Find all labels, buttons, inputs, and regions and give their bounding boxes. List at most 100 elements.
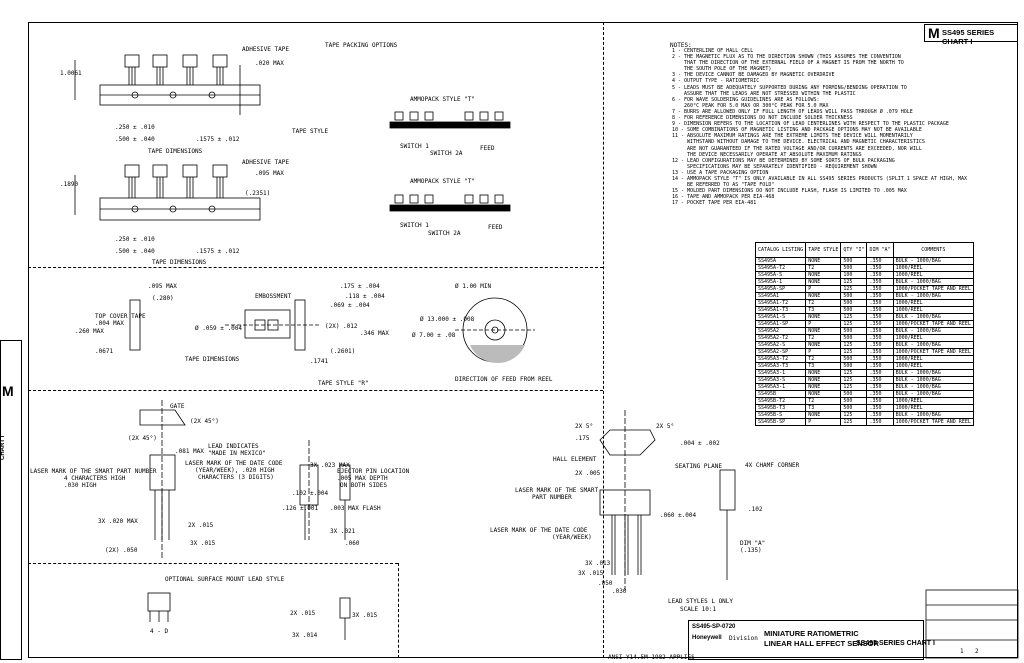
- note-line: 11 - ABSOLUTE MAXIMUM RATINGS ARE THE EX…: [672, 133, 913, 140]
- pkg-dim-1: (2X 45°): [190, 418, 219, 425]
- table-cell: 500: [840, 362, 868, 370]
- pkg-dim-8: 3X .023 MAX: [310, 462, 350, 469]
- lead-indicates: LEAD INDICATES: [208, 443, 259, 450]
- lsl-dim-8: .030: [612, 588, 627, 595]
- table-cell: SS495A1-T3: [754, 306, 807, 314]
- table-cell: .350: [866, 390, 894, 398]
- table-cell: SS495A: [754, 257, 807, 265]
- note-line: 12 - LEAD CONFIGURATIONS MAY BE DETERMIN…: [672, 157, 895, 164]
- note-line: 15 - MOLDED PART DIMENSIONS DO NOT INCLU…: [672, 188, 907, 195]
- tape-style-label: TAPE STYLE: [292, 128, 329, 135]
- table-cell: SS495A-T2: [754, 264, 807, 272]
- lsl-title: LEAD STYLES L ONLY: [668, 598, 734, 605]
- table-cell: BULK - 1000/BAG: [892, 390, 975, 398]
- seating-plane: SEATING PLANE: [675, 463, 722, 470]
- table-cell: 125: [840, 348, 868, 356]
- table-header: TAPE STYLE: [805, 242, 842, 258]
- switch2a: SWITCH 2A: [430, 150, 463, 157]
- divider-h3: [28, 563, 398, 564]
- note-line: 2 - THE MAGNETIC FLUX AS TO THE DIRECTIO…: [672, 54, 901, 61]
- table-cell: 500: [840, 390, 868, 398]
- company: Honeywell: [692, 635, 722, 641]
- note-line: 10 - SOME COMBINATIONS OF MAGNETIC LISTI…: [672, 127, 922, 134]
- table-cell: T2: [805, 355, 842, 363]
- table-cell: SS495A2: [754, 327, 807, 335]
- pkg-dim-9: (2X) .050: [105, 547, 138, 554]
- pkg-dim-5: 2X .015: [188, 522, 214, 529]
- surface-mount: [147, 592, 351, 640]
- table-cell: 1000/REEL: [892, 334, 975, 342]
- table-cell: 125: [840, 341, 868, 349]
- table-cell: 500: [840, 334, 868, 342]
- table-cell: 1000/POCKET TAPE AND REEL: [892, 285, 975, 293]
- note-line: 16 - TAPE AND AMMOPACK PER EIA-468: [672, 194, 775, 201]
- note-line: 14 - AMMOPACK STYLE "T" IS ONLY AVAILABL…: [672, 175, 968, 182]
- note-line: ASSURE THAT THE LEADS ARE NOT STRESSED W…: [672, 90, 856, 97]
- tape-dimensions-1: TAPE DIMENSIONS: [148, 148, 203, 155]
- table-cell: SS495A-SP: [754, 285, 807, 293]
- table-cell: 1000/REEL: [892, 404, 975, 412]
- table-cell: NONE: [805, 257, 842, 265]
- package-side: [299, 440, 319, 540]
- made-in-mexico: "MADE IN MEXICO": [208, 450, 266, 457]
- tape-strip-2: [74, 164, 261, 221]
- lsl-dim-10: 3X .015: [578, 570, 604, 577]
- switch1: SWITCH 1: [400, 143, 429, 150]
- chars-mid: CHARACTERS (3 DIGITS): [198, 474, 274, 481]
- table-cell: T2: [805, 397, 842, 405]
- lsl-dim-12: 4X CHAMF CORNER: [745, 462, 800, 469]
- product-line-1: MINIATURE RATIOMETRIC: [764, 629, 859, 638]
- table-cell: T3: [805, 306, 842, 314]
- adhesive-tape-2: ADHESIVE TAPE: [242, 159, 289, 166]
- table-cell: .350: [866, 257, 894, 265]
- note-line: 5 - LEADS MUST BE ADEQUATELY SUPPORTED D…: [672, 84, 907, 91]
- tape-packing-title: TAPE PACKING OPTIONS: [325, 42, 398, 49]
- lsl-laser-date: LASER MARK OF THE DATE CODE: [490, 527, 588, 534]
- series-chart-header: M SS495 SERIES CHART I: [924, 24, 1018, 46]
- hall-element: HALL ELEMENT: [553, 456, 597, 463]
- notes-title: NOTES:: [670, 42, 692, 49]
- table-cell: NONE: [805, 327, 842, 335]
- table-cell: SS495A1: [754, 292, 807, 300]
- depth-pin: .005 MAX DEPTH: [337, 475, 388, 482]
- package-front: [139, 400, 186, 560]
- table-cell: BULK - 1000/BAG: [892, 341, 975, 349]
- table-cell: 1000/REEL: [892, 264, 975, 272]
- lsl-dim-1: 2X 5°: [575, 423, 594, 430]
- note-line: THE DEVICE NECESSARILY OPERATE AT ABSOLU…: [672, 151, 862, 158]
- embossment: EMBOSSMENT: [255, 293, 292, 300]
- lsl-dim-13: .004 ± .002: [680, 440, 720, 447]
- table-cell: SS495A1-SP: [754, 320, 807, 328]
- characters-left: 4 CHARACTERS HIGH: [64, 475, 126, 482]
- table-cell: .350: [866, 355, 894, 363]
- table-cell: .350: [866, 313, 894, 321]
- table-cell: 100: [840, 271, 868, 279]
- table-cell: 1000/POCKET TAPE AND REEL: [892, 320, 975, 328]
- tape-dim-3: .250 ± .010: [115, 124, 155, 131]
- table-cell: 500: [840, 292, 868, 300]
- title-block: SS495-SP-0720 Honeywell Division MINIATU…: [688, 620, 935, 660]
- table-cell: SS495A2-T2: [754, 334, 807, 342]
- table-cell: .350: [866, 362, 894, 370]
- table-cell: SS495A1-T2: [754, 299, 807, 307]
- table-cell: T2: [805, 334, 842, 342]
- table-cell: .350: [866, 348, 894, 356]
- lsl-dim-6: .060 ±.004: [660, 512, 697, 519]
- feed2: FEED: [488, 224, 503, 231]
- lsl-dim-11: .050: [598, 580, 613, 587]
- note-line: 3 - THE DEVICE CANNOT BE DAMAGED BY MAGN…: [672, 72, 835, 79]
- lsl-dim-a: DIM "A": [740, 540, 766, 547]
- table-cell: .350: [866, 418, 894, 426]
- lsl-dim-a-val: (.135): [740, 547, 762, 554]
- tape-dimensions-2: TAPE DIMENSIONS: [152, 259, 207, 266]
- table-cell: NONE: [805, 278, 842, 286]
